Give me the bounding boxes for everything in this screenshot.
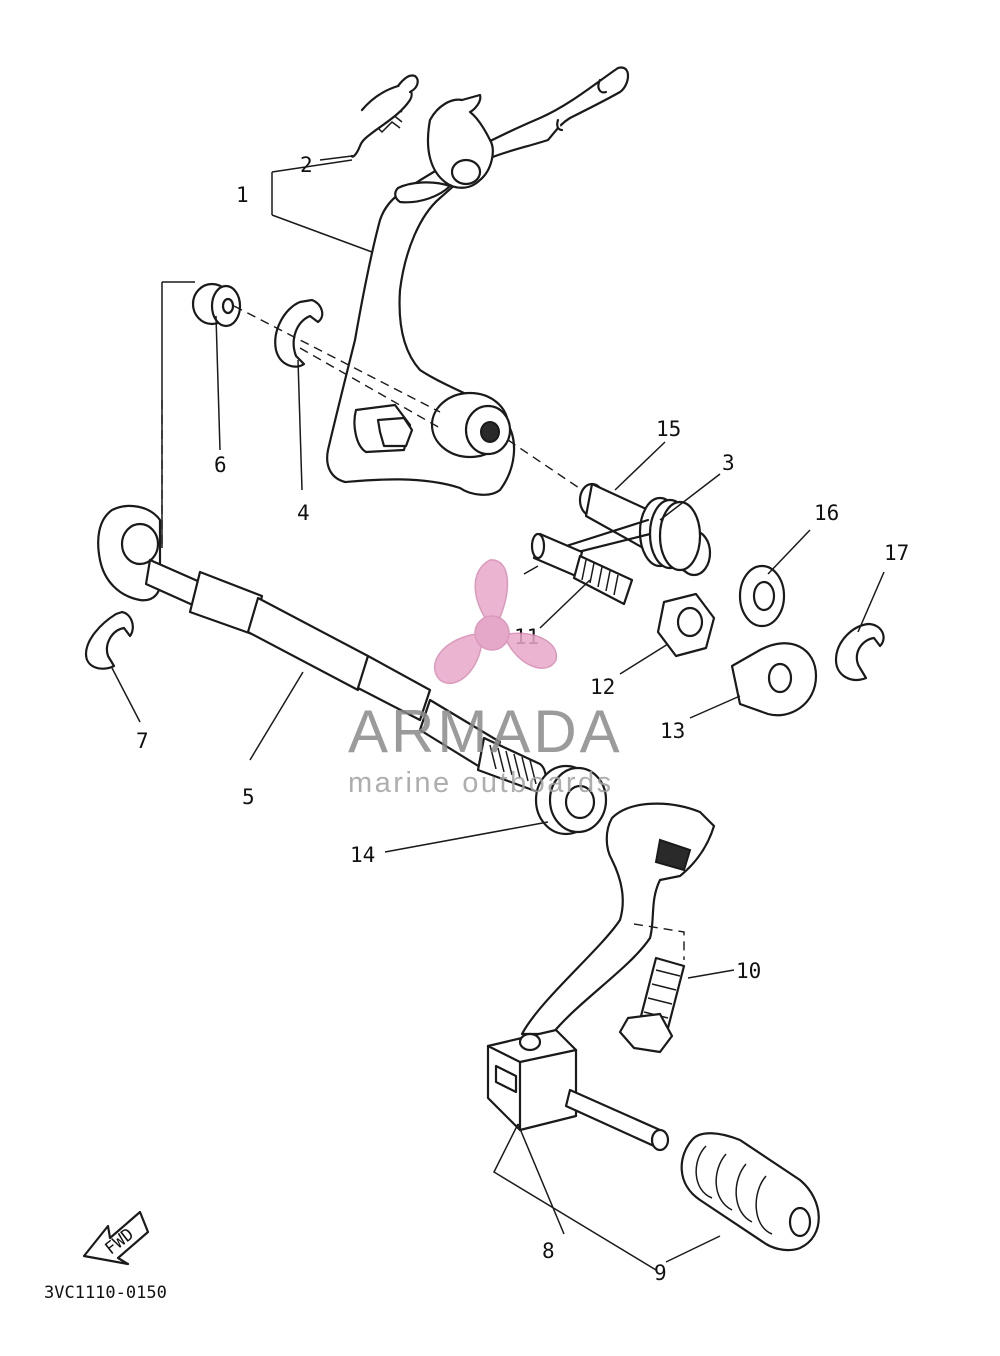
part-6-collar bbox=[191, 282, 242, 328]
callout-12: 12 bbox=[590, 675, 615, 699]
part-13-lock-plate bbox=[730, 642, 818, 717]
fwd-arrow: FWD bbox=[82, 1210, 150, 1266]
callout-7: 7 bbox=[136, 729, 149, 753]
part-7-circlip bbox=[84, 610, 134, 670]
callout-2: 2 bbox=[300, 153, 313, 177]
part-10-bolt bbox=[618, 956, 686, 1054]
callout-9: 9 bbox=[654, 1261, 667, 1285]
callout-15: 15 bbox=[656, 417, 681, 441]
part-17-circlip bbox=[834, 622, 885, 682]
armada-watermark: ARMADA marine outboards bbox=[348, 559, 623, 799]
watermark-tagline: marine outboards bbox=[348, 767, 614, 799]
callout-5: 5 bbox=[242, 785, 255, 809]
part-3-torsion-spring bbox=[558, 496, 702, 572]
part-16-washer bbox=[738, 564, 786, 628]
callout-10: 10 bbox=[736, 959, 761, 983]
assembly-guide-lines bbox=[161, 281, 586, 548]
callout-13: 13 bbox=[660, 719, 685, 743]
callout-16: 16 bbox=[814, 501, 839, 525]
part-2-spring bbox=[350, 74, 419, 158]
part-4-circlip bbox=[274, 298, 324, 368]
part-14-oil-seal bbox=[534, 764, 608, 836]
part-12-nut bbox=[656, 592, 716, 658]
part-9-pedal-rubber bbox=[680, 1132, 820, 1252]
part-11-stud-bolt bbox=[523, 532, 634, 606]
drawing-code: 3VC1110-0150 bbox=[44, 1283, 167, 1303]
callout-3: 3 bbox=[722, 451, 735, 475]
callout-6: 6 bbox=[214, 453, 227, 477]
part-8-shift-pedal bbox=[486, 802, 716, 1152]
watermark-brand: ARMADA bbox=[348, 698, 623, 765]
callout-17: 17 bbox=[884, 541, 909, 565]
propeller-logo-icon bbox=[434, 559, 558, 685]
callout-14: 14 bbox=[350, 843, 375, 867]
callout-numbers: 1 2 3 4 5 6 7 8 9 10 11 12 13 14 15 16 1… bbox=[136, 153, 909, 1285]
callout-1: 1 bbox=[236, 183, 249, 207]
callout-4: 4 bbox=[297, 501, 310, 525]
callout-leaders bbox=[111, 155, 885, 1271]
callout-8: 8 bbox=[542, 1239, 555, 1263]
part-1-shift-arm bbox=[326, 66, 630, 496]
